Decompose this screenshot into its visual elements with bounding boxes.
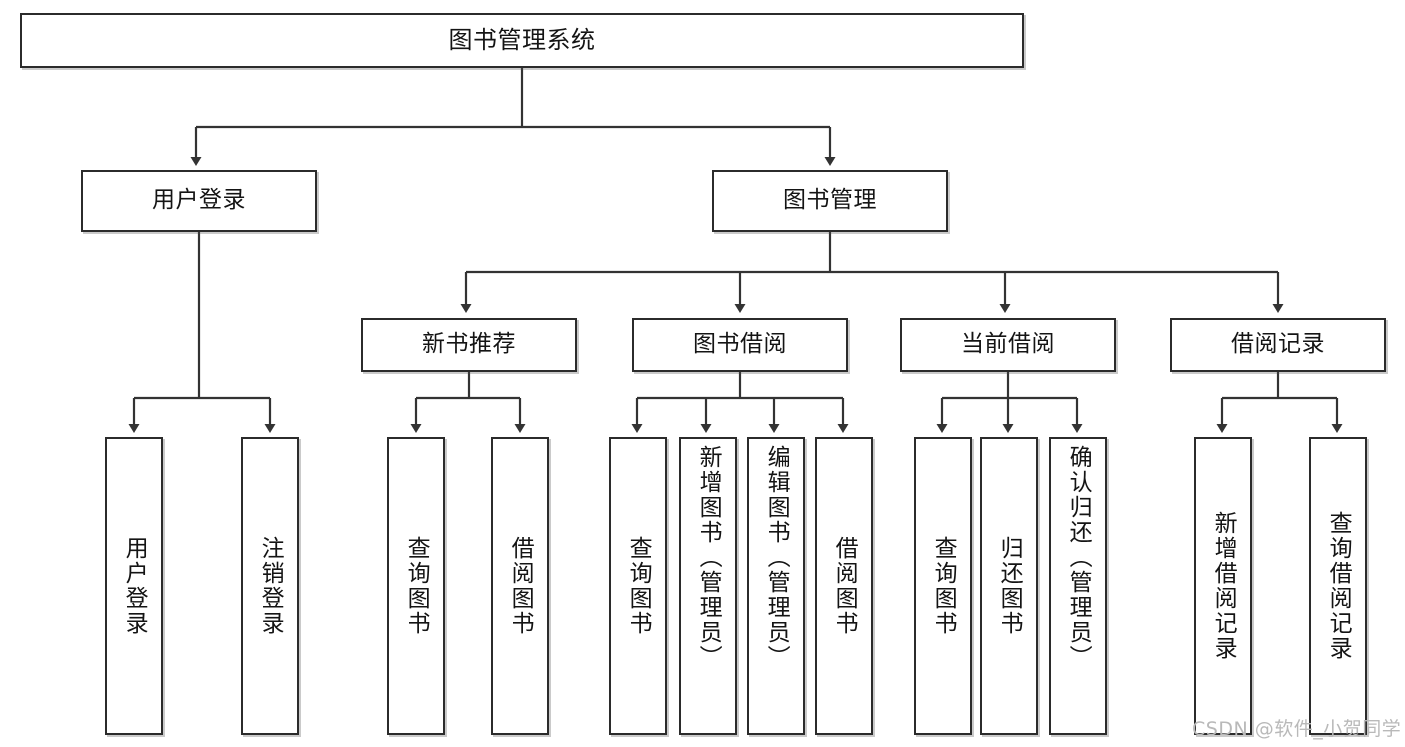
leaf-current-borrow-query[interactable]: 查询图书 bbox=[914, 437, 972, 735]
csdn-watermark: CSDN @软件_小贺同学 bbox=[1192, 718, 1402, 740]
node-label: 确认归还（管理员） bbox=[1065, 445, 1092, 670]
node-label: 查询图书 bbox=[625, 536, 652, 636]
node-label: 当前借阅 bbox=[961, 331, 1055, 358]
leaf-current-borrow-return[interactable]: 归还图书 bbox=[980, 437, 1038, 735]
node-label: 查询图书 bbox=[930, 536, 957, 636]
node-label: 图书管理系统 bbox=[448, 26, 596, 55]
leaf-book-borrow-query[interactable]: 查询图书 bbox=[609, 437, 667, 735]
leaf-current-borrow-confirm-return[interactable]: 确认归还（管理员） bbox=[1049, 437, 1107, 735]
node-label: 新增借阅记录 bbox=[1210, 511, 1237, 661]
leaf-book-borrow-edit[interactable]: 编辑图书（管理员） bbox=[747, 437, 805, 735]
leaf-new-book-borrow[interactable]: 借阅图书 bbox=[491, 437, 549, 735]
node-label: 查询借阅记录 bbox=[1325, 511, 1352, 661]
node-label: 注销登录 bbox=[257, 536, 284, 636]
node-book-borrow[interactable]: 图书借阅 bbox=[632, 318, 848, 372]
leaf-borrow-record-query[interactable]: 查询借阅记录 bbox=[1309, 437, 1367, 735]
node-root-system[interactable]: 图书管理系统 bbox=[20, 13, 1024, 68]
leaf-user-login-logout[interactable]: 注销登录 bbox=[241, 437, 299, 735]
leaf-book-borrow-add[interactable]: 新增图书（管理员） bbox=[679, 437, 737, 735]
leaf-new-book-query[interactable]: 查询图书 bbox=[387, 437, 445, 735]
node-user-login[interactable]: 用户登录 bbox=[81, 170, 317, 232]
node-new-book-recommend[interactable]: 新书推荐 bbox=[361, 318, 577, 372]
node-label: 借阅记录 bbox=[1231, 331, 1325, 358]
node-label: 新书推荐 bbox=[422, 331, 516, 358]
node-label: 借阅图书 bbox=[507, 536, 534, 636]
node-label: 编辑图书（管理员） bbox=[763, 445, 790, 670]
node-label: 归还图书 bbox=[996, 536, 1023, 636]
node-label: 图书借阅 bbox=[693, 331, 787, 358]
node-label: 借阅图书 bbox=[831, 536, 858, 636]
node-label: 用户登录 bbox=[121, 536, 148, 636]
node-label: 新增图书（管理员） bbox=[695, 445, 722, 670]
leaf-book-borrow-borrow[interactable]: 借阅图书 bbox=[815, 437, 873, 735]
leaf-borrow-record-add[interactable]: 新增借阅记录 bbox=[1194, 437, 1252, 735]
node-borrow-record[interactable]: 借阅记录 bbox=[1170, 318, 1386, 372]
leaf-user-login-login[interactable]: 用户登录 bbox=[105, 437, 163, 735]
node-label: 图书管理 bbox=[783, 187, 877, 214]
node-label: 用户登录 bbox=[152, 187, 246, 214]
node-current-borrow[interactable]: 当前借阅 bbox=[900, 318, 1116, 372]
node-label: 查询图书 bbox=[403, 536, 430, 636]
node-book-management[interactable]: 图书管理 bbox=[712, 170, 948, 232]
